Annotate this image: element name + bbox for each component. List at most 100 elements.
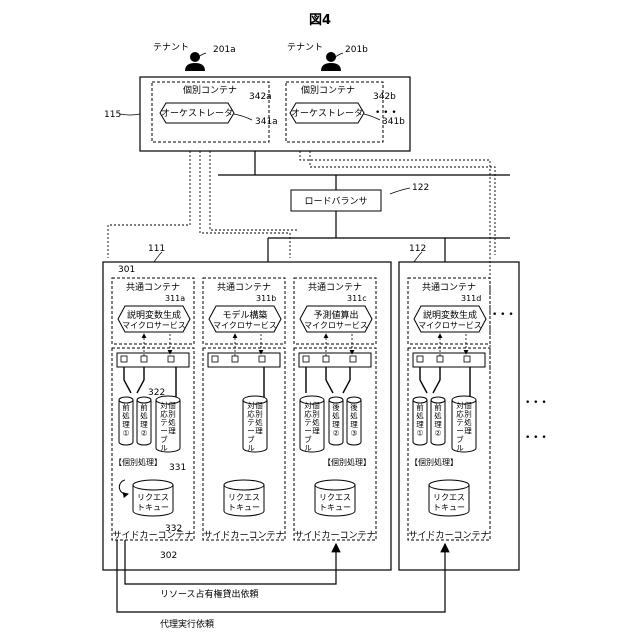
microservice-c-sub: マイクロサービス bbox=[304, 321, 368, 330]
tenant-a-label: テナント bbox=[153, 42, 189, 53]
pre1-label-a: 処 bbox=[122, 411, 130, 421]
table-label-c: ブ bbox=[304, 434, 312, 444]
pre2-label-d: 前 bbox=[434, 402, 442, 412]
orchestrator-a-label: オーケストレータ bbox=[161, 108, 233, 119]
individual-processing-c: 【個別処理】 bbox=[323, 457, 371, 467]
sidecar-label-b: サイドカーコンテナ bbox=[203, 530, 284, 541]
pre1-label-a: 前 bbox=[122, 402, 130, 412]
table-label-d: 処 bbox=[464, 417, 472, 427]
ellipsis-right-2: • • • bbox=[525, 398, 547, 408]
host-ellipsis: • • • bbox=[375, 108, 397, 118]
microservice-b-name: モデル構築 bbox=[222, 309, 267, 321]
post2-label-c: ② bbox=[333, 429, 340, 438]
orchestrator-host-ref: 115 bbox=[104, 110, 121, 120]
pre1-label-a: ① bbox=[123, 429, 130, 438]
table-label-b: 応 bbox=[247, 409, 255, 419]
request-queue-c-l2: トキュー bbox=[319, 503, 351, 512]
tenant-b-label: テナント bbox=[287, 42, 323, 53]
tenant-a: テナント 201a bbox=[153, 42, 236, 71]
individual-container-a-label: 個別コンテナ bbox=[183, 84, 237, 96]
microservice-c-name: 予測値算出 bbox=[313, 309, 358, 321]
table-label-a: ル bbox=[160, 444, 168, 453]
shared-container-d-label: 共通コンテナ bbox=[422, 282, 476, 293]
shared-container-a-ref: 311a bbox=[165, 294, 185, 303]
post2-label-c: 処 bbox=[332, 411, 340, 421]
table-label-a: 理 bbox=[168, 427, 176, 436]
tenant-a-ref: 201a bbox=[213, 45, 236, 55]
sidecar-ref: 302 bbox=[160, 551, 177, 561]
individual-processing-ref: 331 bbox=[169, 463, 186, 473]
container-a-ref: 342a bbox=[249, 92, 272, 102]
shared-container-c-ref: 311c bbox=[347, 294, 367, 303]
table-label-d: 対 bbox=[456, 400, 464, 410]
request-queue-d-l2: トキュー bbox=[433, 503, 465, 512]
orchestrator-b-label: オーケストレータ bbox=[291, 108, 363, 119]
request-queue-a-l1: リクエス bbox=[137, 493, 169, 502]
shared-container-d-ref: 311d bbox=[461, 294, 481, 303]
request-queue-d-l1: リクエス bbox=[433, 493, 465, 502]
table-label-a: 応 bbox=[160, 409, 168, 419]
ellipsis-right-3: • • • bbox=[525, 433, 547, 443]
proxy-request-label: 代理実行依頼 bbox=[160, 618, 214, 630]
server-112-ref: 112 bbox=[409, 244, 426, 254]
individual-processing-d: 【個別処理】 bbox=[410, 457, 458, 467]
dotted-connections bbox=[108, 151, 495, 370]
table-label-d: 個 bbox=[464, 400, 472, 410]
switch-ports bbox=[121, 356, 470, 362]
table-label-a: 対 bbox=[160, 400, 168, 410]
container-b-ref: 342b bbox=[373, 92, 396, 102]
table-label-c: 処 bbox=[312, 417, 320, 427]
pre2-label-d: 処 bbox=[434, 411, 442, 421]
table-label-b: ル bbox=[247, 444, 255, 453]
microservice-a: 説明変数生成 マイクロサービス bbox=[118, 306, 190, 332]
microservice-a-name: 説明変数生成 bbox=[127, 309, 181, 321]
server-111-ref: 111 bbox=[148, 244, 165, 254]
microservice-d: 説明変数生成 マイクロサービス bbox=[414, 306, 486, 332]
request-queue-b-l1: リクエス bbox=[228, 493, 260, 502]
pre2-label-a: ② bbox=[141, 429, 148, 438]
request-queues bbox=[133, 480, 469, 516]
switch-levers bbox=[124, 367, 470, 398]
pre1-label-d: 処 bbox=[416, 411, 424, 421]
individual-processing-a: 【個別処理】 bbox=[114, 457, 162, 467]
pre2-label-a: 前 bbox=[140, 402, 148, 412]
table-label-a: 処 bbox=[168, 417, 176, 427]
loop-arrow bbox=[119, 480, 128, 494]
pre2-label-d: ② bbox=[435, 429, 442, 438]
table-label-d: 理 bbox=[464, 427, 472, 436]
shared-container-b-ref: 311b bbox=[256, 294, 276, 303]
request-queue-b-l2: トキュー bbox=[228, 503, 260, 512]
table-label-c: 理 bbox=[312, 427, 320, 436]
orchestrator-b-ref: 341b bbox=[382, 117, 405, 127]
table-label-b: 理 bbox=[255, 427, 263, 436]
table-label-a: 個 bbox=[168, 400, 176, 410]
table-label-a: ブ bbox=[160, 434, 168, 444]
shared-container-c-label: 共通コンテナ bbox=[308, 282, 362, 293]
tenant-b: テナント 201b bbox=[287, 42, 368, 71]
table-label-d: ブ bbox=[456, 434, 464, 444]
figure-title: 図4 bbox=[309, 13, 331, 28]
table-label-b: ブ bbox=[247, 434, 255, 444]
shared-group-ref: 301 bbox=[118, 265, 135, 275]
table-label-b: 処 bbox=[255, 417, 263, 427]
pre2-label-a: 処 bbox=[140, 411, 148, 421]
ellipsis-right-1: • • • bbox=[492, 310, 514, 320]
orchestrator-a-ref: 341a bbox=[255, 117, 278, 127]
table-label-b: 対 bbox=[247, 400, 255, 410]
request-queue-a-l2: トキュー bbox=[137, 503, 169, 512]
microservice-a-sub: マイクロサービス bbox=[122, 321, 186, 330]
request-queue-c-l1: リクエス bbox=[319, 493, 351, 502]
load-balancer-ref: 122 bbox=[412, 183, 429, 193]
microservice-d-sub: マイクロサービス bbox=[418, 321, 482, 330]
table-label-c: 対 bbox=[304, 400, 312, 410]
table-label-c: 個 bbox=[312, 400, 320, 410]
tenant-b-ref: 201b bbox=[345, 45, 368, 55]
post3-label-c: 処 bbox=[350, 411, 358, 421]
table-label-c: 応 bbox=[304, 409, 312, 419]
sidecar-label-c: サイドカーコンテナ bbox=[294, 530, 375, 541]
sidecar-label-d: サイドカーコンテナ bbox=[408, 530, 489, 541]
resource-request-label: リソース占有権貸出依頼 bbox=[160, 588, 259, 600]
microservice-b-sub: マイクロサービス bbox=[213, 321, 277, 330]
table-label-d: 応 bbox=[456, 409, 464, 419]
